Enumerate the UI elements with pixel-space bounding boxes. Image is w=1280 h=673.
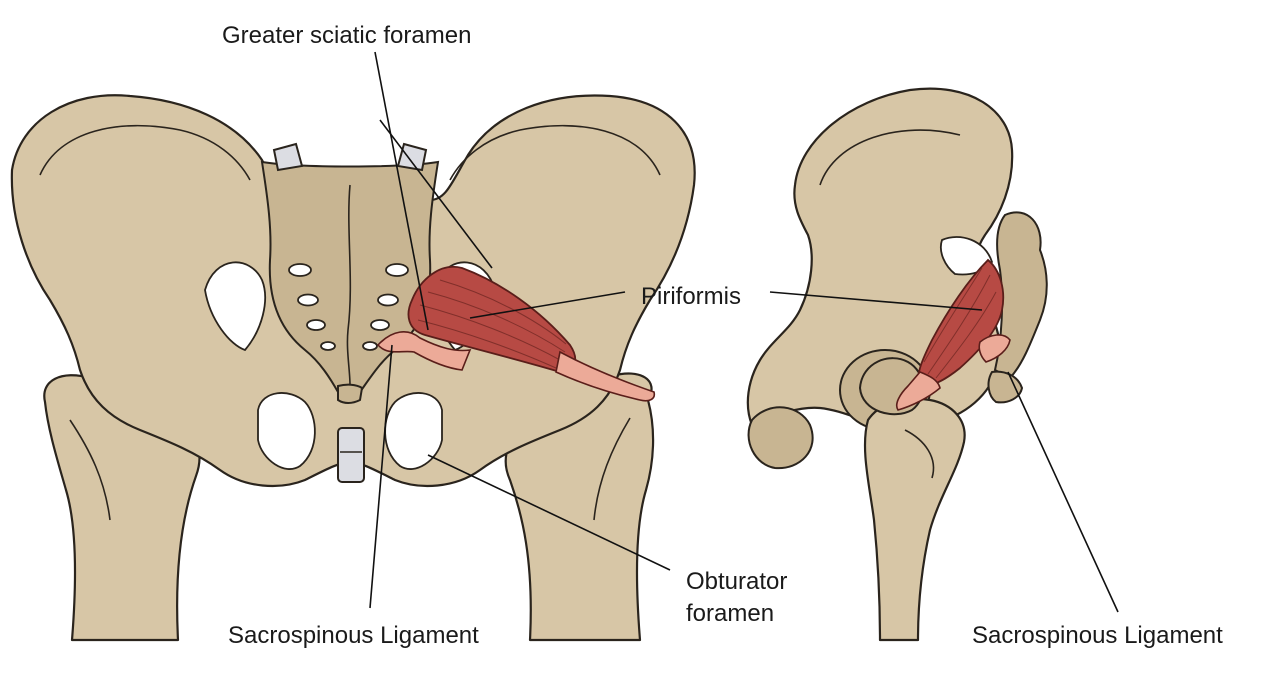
left-femur-trochanter-line <box>69 419 111 521</box>
sacral-foramen-3l <box>306 319 326 331</box>
left-obturator-foramen <box>257 392 316 470</box>
leader-sacrospinous-left <box>369 344 393 609</box>
coccyx-lateral <box>987 370 1024 404</box>
piriformis-fibers-anterior <box>417 279 567 369</box>
ischial-tuberosity <box>747 406 814 470</box>
sacral-foramen-4r <box>362 341 378 351</box>
label-piriformis: Piriformis <box>641 283 741 310</box>
sacral-foramen-4l <box>320 341 336 351</box>
sacral-foramen-3r <box>370 319 390 331</box>
sacrospinous-ligament-lateral <box>978 334 1011 363</box>
coccyx <box>337 383 364 404</box>
greater-trochanter <box>904 429 935 479</box>
leader-piriformis-left <box>469 291 626 319</box>
label-sacrospinous-ligament-left: Sacrospinous Ligament <box>228 622 479 649</box>
femur-lateral <box>863 397 966 642</box>
sacral-foramen-1r <box>385 263 409 277</box>
sacral-foramen-1l <box>288 263 312 277</box>
leader-sacrospinous-right <box>1007 371 1119 613</box>
anterior-pelvis-view <box>10 94 696 642</box>
piriformis-tendon-lateral <box>895 371 941 411</box>
leader-obturator <box>427 454 671 571</box>
left-sciatic-notch <box>204 261 266 352</box>
iliac-crest-lateral-line <box>819 129 961 186</box>
sacrum-lateral <box>993 211 1048 380</box>
left-sacral-facet <box>272 142 304 172</box>
leader-greater-sciatic-b <box>379 119 493 269</box>
right-obturator-foramen <box>384 392 443 470</box>
label-greater-sciatic-foramen: Greater sciatic foramen <box>222 22 472 49</box>
right-sacral-facet <box>396 142 428 172</box>
label-obturator-line1: Obturator <box>686 568 788 595</box>
sacrospinous-ligament-anterior <box>376 331 472 371</box>
lateral-pelvis-view <box>746 87 1048 642</box>
piriformis-fibers-lateral <box>923 267 997 379</box>
sacrum-median-crest <box>346 184 352 386</box>
piriformis-tendon-anterior <box>555 350 656 402</box>
sacral-foramen-2r <box>377 293 399 307</box>
label-obturator-line2: foramen <box>686 600 775 627</box>
right-iliac-crest-line <box>449 124 661 181</box>
label-sacrospinous-ligament-right: Sacrospinous Ligament <box>972 622 1223 649</box>
leader-lines <box>369 51 1119 613</box>
leader-piriformis-right <box>769 291 983 311</box>
sacral-foramen-2l <box>297 293 319 307</box>
pubic-symphysis <box>337 427 365 483</box>
leader-greater-sciatic-a <box>374 51 429 331</box>
right-femur-trochanter-line <box>593 417 631 521</box>
left-iliac-crest-line <box>39 124 251 181</box>
